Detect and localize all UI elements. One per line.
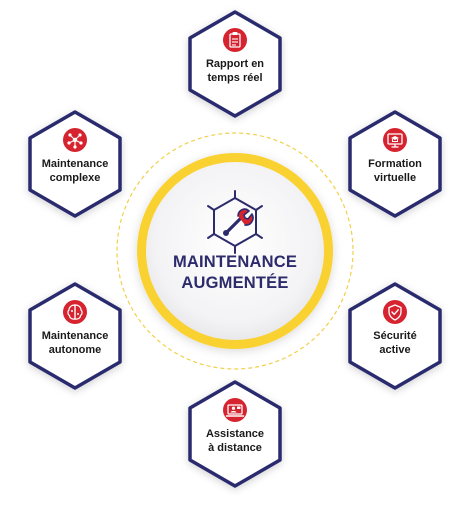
node-label-line2: à distance	[208, 442, 262, 454]
node-label-line1: Rapport en	[206, 58, 264, 70]
node-label-line1: Sécurité	[373, 330, 416, 342]
dashed-orbit-ring	[116, 132, 354, 370]
brain-chip-icon	[63, 300, 87, 324]
node-maintenance-autonome[interactable]: Maintenance autonome	[28, 282, 122, 390]
monitor-graduation-icon	[383, 128, 407, 152]
center-title-line1: MAINTENANCE	[173, 253, 297, 271]
node-label-line2: active	[379, 344, 410, 356]
node-label-line1: Maintenance	[42, 330, 109, 342]
shield-check-icon	[383, 300, 407, 324]
hexagon-frame	[28, 110, 122, 218]
wrench-in-cube-icon	[207, 190, 263, 254]
node-label-line2: autonome	[49, 344, 102, 356]
center-title-line2: AUGMENTÉE	[181, 273, 288, 292]
node-label-line2: temps réel	[207, 72, 262, 84]
hexagon-frame	[348, 110, 442, 218]
hexagon-frame	[28, 282, 122, 390]
node-label-line1: Assistance	[206, 428, 264, 440]
node-securite-active[interactable]: Sécurité active	[348, 282, 442, 390]
node-label-line2: complexe	[50, 172, 101, 184]
clipboard-report-icon	[223, 28, 247, 52]
remote-assistance-icon	[223, 398, 247, 422]
node-label-line1: Maintenance	[42, 158, 109, 170]
node-assistance-distance[interactable]: Assistance à distance	[188, 380, 282, 488]
node-label-line1: Formation	[368, 158, 422, 170]
node-maintenance-complexe[interactable]: Maintenance complexe	[28, 110, 122, 218]
hexagon-frame	[188, 10, 282, 118]
hexagon-frame	[188, 380, 282, 488]
node-label-line2: virtuelle	[374, 172, 416, 184]
hexagon-frame	[348, 282, 442, 390]
node-rapport-temps-reel[interactable]: Rapport en temps réel	[188, 10, 282, 118]
center-hub: MAINTENANCE AUGMENTÉE	[137, 153, 333, 349]
network-nodes-icon	[63, 128, 87, 152]
node-formation-virtuelle[interactable]: Formation virtuelle	[348, 110, 442, 218]
